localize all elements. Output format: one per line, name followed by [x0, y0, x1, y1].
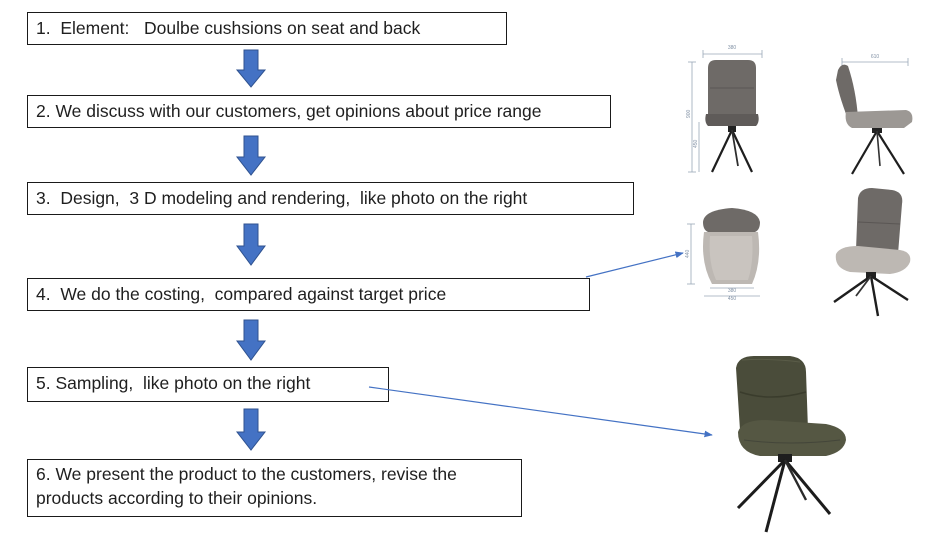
- sample-chair-photo: [736, 356, 846, 533]
- svg-text:440: 440: [685, 249, 691, 258]
- svg-text:450: 450: [728, 296, 737, 302]
- svg-text:380: 380: [728, 288, 737, 294]
- svg-text:380: 380: [728, 45, 737, 51]
- down-arrow-1: [235, 49, 267, 88]
- connector-step4-to-renders: [585, 251, 684, 278]
- step-1-box: 1. Element: Doulbe cushsions on seat and…: [27, 12, 507, 45]
- down-arrow-4: [236, 319, 266, 361]
- down-arrow-2: [235, 135, 267, 176]
- render-perspective-view: [833, 188, 911, 317]
- down-arrow-5: [235, 408, 267, 451]
- render-side-view: 610: [836, 54, 913, 175]
- render-front-view: 380 900 450: [686, 45, 763, 173]
- svg-text:610: 610: [871, 54, 880, 60]
- down-arrow-3: [236, 223, 266, 266]
- svg-text:900: 900: [686, 109, 692, 118]
- step-6-box: 6. We present the product to the custome…: [27, 459, 522, 517]
- step-3-box: 3. Design, 3 D modeling and rendering, l…: [27, 182, 634, 215]
- render-top-view: 440 380 450: [685, 208, 760, 302]
- svg-text:450: 450: [693, 139, 699, 148]
- step-4-box: 4. We do the costing, compared against t…: [27, 278, 590, 311]
- step-5-box: 5. Sampling, like photo on the right: [27, 367, 389, 402]
- connector-step5-to-sample: [368, 386, 713, 438]
- step-2-box: 2. We discuss with our customers, get op…: [27, 95, 611, 128]
